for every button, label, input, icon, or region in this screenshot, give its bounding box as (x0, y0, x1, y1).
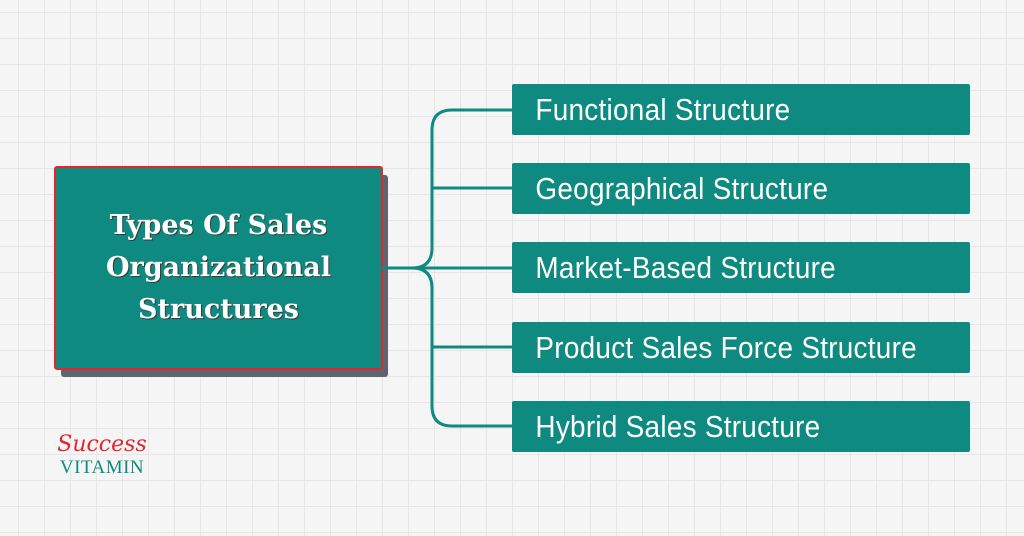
central-topic-title: Types Of Sales Organizational Structures (106, 210, 331, 325)
structure-item-market-based: Market-Based Structure (512, 242, 970, 293)
logo-bottom-text: VITAMIN (59, 457, 145, 478)
structure-item-product-sales-force: Product Sales Force Structure (512, 322, 970, 373)
item-label: Hybrid Sales Structure (535, 408, 821, 444)
item-label: Market-Based Structure (535, 249, 836, 285)
item-label: Geographical Structure (535, 170, 829, 206)
item-label: Functional Structure (535, 91, 791, 127)
structure-item-geographical: Geographical Structure (512, 163, 970, 214)
logo-top-text: Success (57, 432, 147, 457)
item-label: Product Sales Force Structure (535, 329, 917, 365)
structure-item-functional: Functional Structure (512, 84, 970, 135)
central-topic-box: Types Of Sales Organizational Structures (54, 166, 383, 370)
success-vitamin-logo: Success VITAMIN (52, 432, 152, 478)
structure-item-hybrid: Hybrid Sales Structure (512, 401, 970, 452)
connector-trunk-lower (411, 266, 512, 428)
